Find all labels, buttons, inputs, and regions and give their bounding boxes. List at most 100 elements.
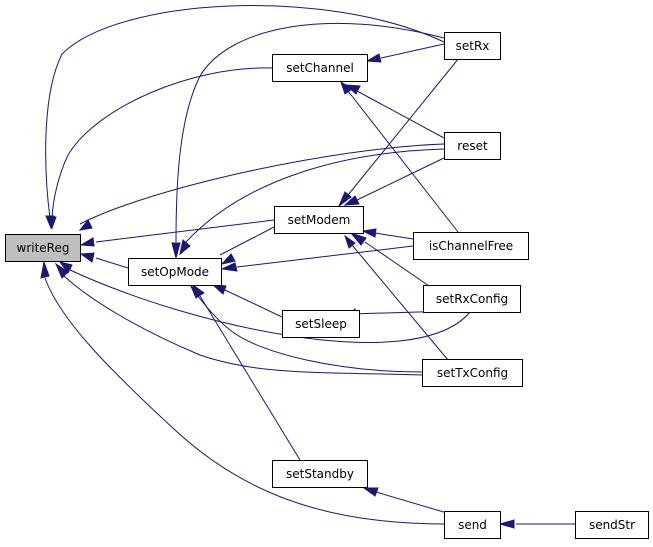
node-label: setTxConfig (437, 366, 508, 380)
edge-line (95, 219, 275, 243)
edge-isChannelFree-to-setModem (361, 228, 414, 240)
edge-line (347, 57, 460, 196)
node-box (444, 32, 501, 60)
node-reset[interactable]: reset (444, 132, 501, 160)
node-box (422, 359, 523, 387)
arrowhead-icon (337, 191, 352, 208)
arrowhead-icon (349, 231, 367, 246)
edge-setRx-to-setOpMode (171, 22, 445, 260)
node-label: setChannel (286, 61, 354, 75)
node-box (274, 206, 364, 234)
node-box (272, 54, 368, 82)
edge-line (197, 295, 423, 373)
arrowhead-icon (79, 252, 95, 263)
edge-line (63, 275, 423, 376)
arrowhead-icon (192, 283, 205, 298)
node-box (444, 511, 501, 539)
edge-reset-to-setChannel (344, 84, 445, 139)
edge-line (351, 244, 449, 361)
node-setRxConfig[interactable]: setRxConfig (423, 285, 521, 313)
edge-line (374, 232, 414, 240)
node-box (444, 132, 501, 160)
node-setOpMode[interactable]: setOpMode (128, 258, 222, 286)
node-setChannel[interactable]: setChannel (272, 54, 368, 82)
edge-line (375, 491, 448, 514)
edge-setRxConfig-to-writeReg (58, 261, 471, 343)
node-writeReg[interactable]: writeReg (5, 234, 81, 262)
edge-line (175, 22, 445, 243)
node-label: setRx (456, 39, 490, 53)
node-setSleep[interactable]: setSleep (282, 310, 360, 338)
edge-isChannelFree-to-setChannel (340, 80, 459, 233)
edge-sendStr-to-send (498, 519, 575, 529)
node-setRx[interactable]: setRx (444, 32, 501, 60)
edge-line (51, 67, 273, 219)
arrowhead-icon (340, 80, 353, 95)
edge-line (224, 289, 283, 318)
nodes: writeReg setOpMode setChannel setModem setSl… (5, 32, 649, 539)
edge-line (236, 245, 414, 268)
node-label: send (458, 518, 487, 532)
edge-line (364, 241, 433, 289)
arrowhead-icon (361, 228, 377, 238)
edge-line (45, 5, 445, 219)
edge-setModem-to-writeReg (79, 219, 275, 247)
arrowhead-icon (179, 239, 191, 256)
edge-reset-to-setOpMode (179, 148, 445, 256)
node-isChannelFree[interactable]: isChannelFree (413, 232, 529, 260)
edge-line (380, 43, 445, 59)
edge-setOpMode-to-writeReg (79, 252, 129, 269)
arrowhead-icon (171, 242, 181, 260)
node-box (575, 511, 649, 539)
edge-line (44, 277, 445, 525)
edge-line (347, 90, 459, 233)
node-box (5, 234, 81, 262)
edge-line (356, 90, 445, 139)
arrowhead-icon (344, 234, 356, 249)
edge-line (356, 156, 447, 201)
node-setModem[interactable]: setModem (274, 206, 364, 234)
arrowhead-icon (79, 237, 95, 247)
node-label: sendStr (589, 518, 635, 532)
edge-setTxConfig-to-writeReg (54, 262, 423, 376)
node-label: setRxConfig (436, 292, 508, 306)
arrowhead-icon (40, 260, 50, 279)
arrowhead-icon (362, 487, 379, 497)
node-setTxConfig[interactable]: setTxConfig (422, 359, 523, 387)
arrowhead-icon (220, 262, 238, 272)
node-box (282, 310, 360, 338)
edge-setTxConfig-to-setModem (344, 234, 449, 361)
edge-setRx-to-setChannel (365, 43, 445, 63)
edge-line (199, 295, 301, 461)
arrowhead-icon (46, 215, 57, 230)
node-label: reset (457, 139, 488, 153)
edge-reset-to-setModem (343, 156, 447, 206)
node-send[interactable]: send (444, 511, 501, 539)
edge-line (79, 143, 445, 225)
arrowhead-icon (58, 261, 73, 274)
edge-send-to-writeReg (40, 260, 445, 525)
edge-setChannel-to-writeReg (46, 67, 273, 230)
edge-line (185, 148, 445, 243)
edge-setSleep-to-setOpMode (210, 283, 283, 318)
arrowhead-icon (343, 195, 360, 206)
node-label: setStandby (286, 467, 354, 481)
edge-line (95, 257, 129, 269)
edge-isChannelFree-to-setOpMode (220, 245, 414, 272)
arrowhead-icon (78, 219, 93, 231)
node-label: setModem (288, 213, 351, 227)
node-setStandby[interactable]: setStandby (272, 460, 368, 488)
edge-setRxConfig-to-setModem (349, 231, 433, 289)
arrowhead-icon (365, 53, 382, 63)
node-label: writeReg (17, 241, 70, 255)
arrowhead-icon (498, 519, 515, 529)
edge-setRx-to-writeReg (45, 5, 445, 230)
node-sendStr[interactable]: sendStr (575, 511, 649, 539)
node-box (413, 232, 529, 260)
edge-setRx-to-setModem (337, 57, 460, 208)
node-label: setSleep (295, 317, 347, 331)
node-label: isChannelFree (429, 239, 513, 253)
edge-line (219, 225, 277, 256)
